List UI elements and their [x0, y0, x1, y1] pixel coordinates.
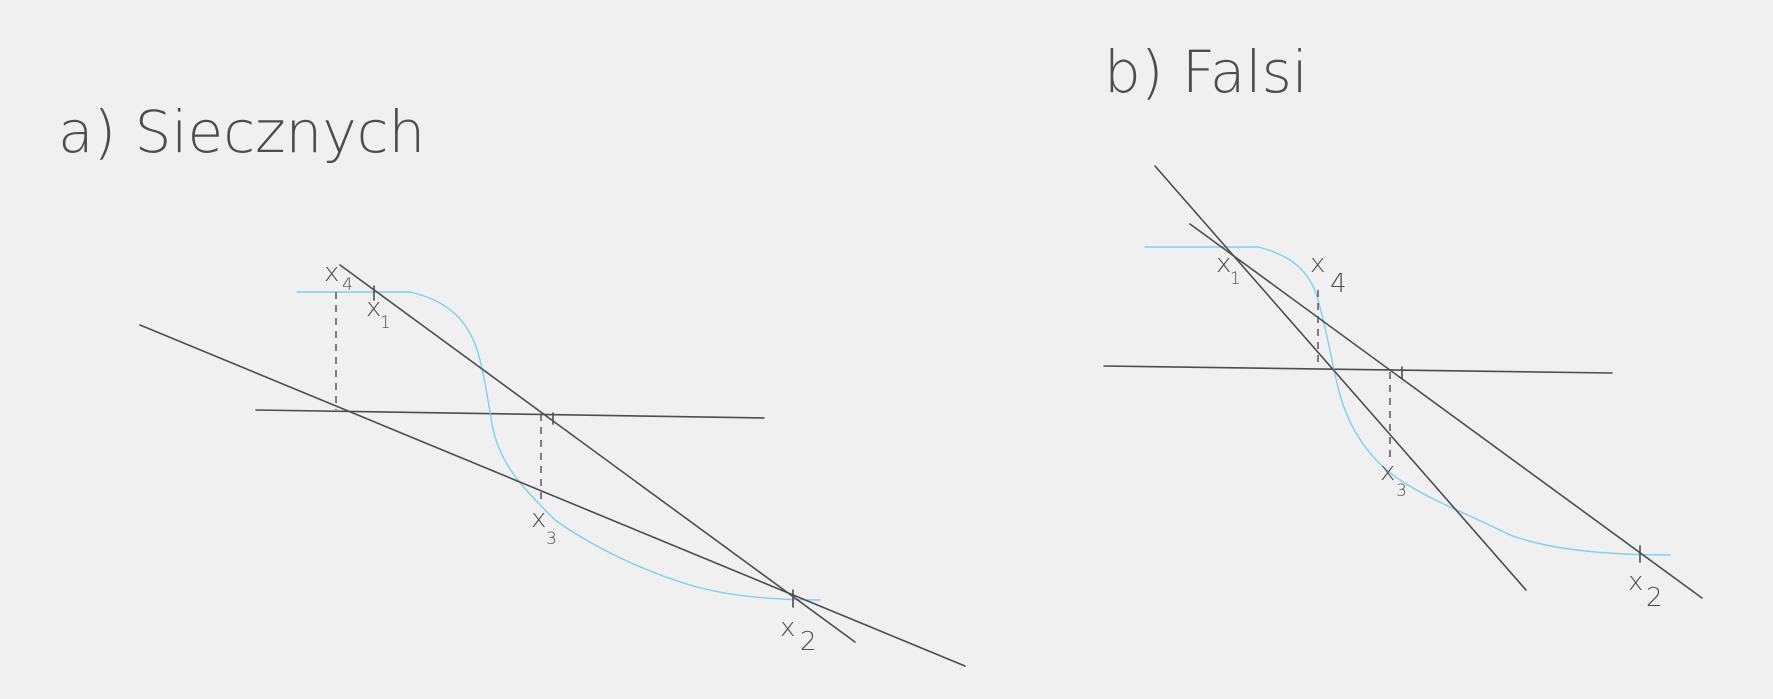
panel-b-secant-x1-x2 — [1189, 223, 1703, 599]
panel-b-axis — [1103, 365, 1613, 374]
panel-a-label-x3: x — [531, 504, 546, 534]
panel-a-secant-x2-x3 — [139, 324, 966, 667]
panel-a-label-x3-sub: 3 — [546, 529, 557, 549]
panel-b-label-x2-sub: 2 — [1646, 583, 1663, 613]
panel-a: a) Siecznych x 4 x 1 x 3 x 2 — [58, 98, 966, 667]
panel-b-title: b) Falsi — [1104, 38, 1308, 106]
panel-a-label-x2-sub: 2 — [800, 627, 817, 657]
panel-b-label-x1-sub: 1 — [1230, 269, 1241, 289]
panel-a-label-x4: x — [324, 258, 339, 288]
panel-a-title: a) Siecznych — [58, 98, 425, 166]
panel-b-label-x4: x — [1310, 249, 1325, 279]
panel-a-axis — [255, 409, 765, 419]
panel-b-label-x1: x — [1216, 249, 1231, 279]
panel-b-label-x4-sub: 4 — [1330, 269, 1347, 299]
panel-a-label-x4-sub: 4 — [342, 275, 353, 295]
panel-b: b) Falsi x 1 x 4 x 3 x 2 — [1103, 38, 1703, 613]
panel-a-label-x1: x — [366, 293, 381, 323]
panel-a-label-x2: x — [780, 613, 795, 643]
panel-a-label-x1-sub: 1 — [380, 313, 391, 333]
panel-a-function-curve — [296, 291, 821, 601]
panel-b-label-x3: x — [1380, 457, 1395, 487]
panel-a-secant-x1-x2 — [339, 264, 856, 643]
panel-b-label-x2: x — [1628, 567, 1643, 597]
panel-b-secant-x1-x3 — [1154, 165, 1527, 591]
panel-b-function-curve — [1144, 246, 1671, 556]
panel-b-label-x3-sub: 3 — [1396, 481, 1407, 501]
